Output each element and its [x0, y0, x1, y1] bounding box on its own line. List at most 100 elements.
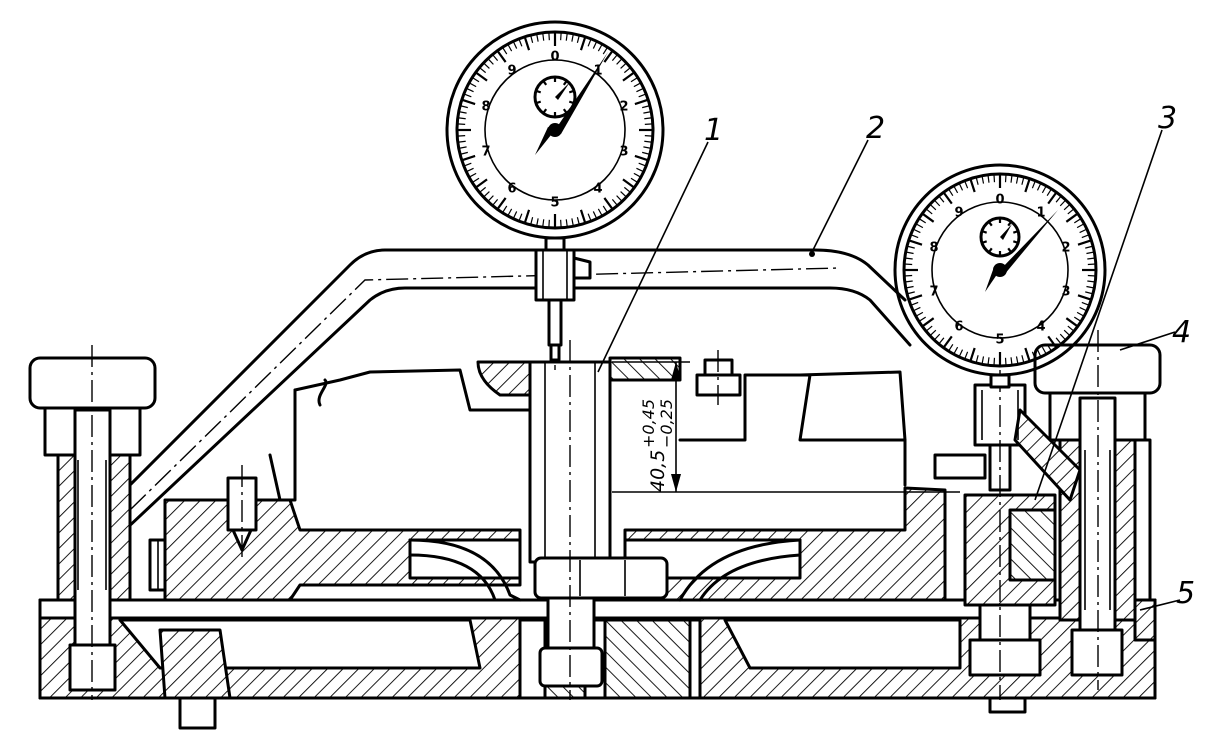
- dial-tick: [958, 349, 964, 358]
- dial-tick: [1067, 208, 1075, 215]
- dial-tick: [933, 199, 941, 207]
- right-dial-number-0: 0: [995, 193, 1004, 208]
- dial-tick: [1073, 316, 1082, 322]
- dial-tick: [562, 108, 568, 114]
- dial-tick: [1004, 174, 1007, 183]
- dial-tick: [1036, 349, 1042, 358]
- dial-tick: [463, 93, 472, 98]
- dial-tick: [993, 357, 996, 366]
- dial-tick: [523, 36, 531, 51]
- dial-tick: [1041, 346, 1047, 355]
- dial-tick: [1021, 355, 1025, 364]
- right-dial-number-1: 1: [1036, 206, 1045, 221]
- dial-tick: [1063, 203, 1071, 211]
- dial-tick: [576, 34, 580, 43]
- dial-tick: [1007, 220, 1013, 227]
- dial-tick: [643, 111, 652, 114]
- dial-tick: [958, 182, 964, 191]
- dial-tick: [587, 213, 592, 222]
- dial-tick: [576, 217, 580, 226]
- dial-tick: [942, 335, 953, 349]
- dial-tick: [611, 198, 618, 206]
- dial-tick: [981, 356, 985, 365]
- dial-tick: [921, 317, 935, 328]
- dial-tick: [523, 209, 531, 224]
- dial-tick: [981, 175, 985, 184]
- dial-tick: [611, 54, 618, 62]
- dial-tick: [457, 117, 466, 120]
- dial-tick: [1086, 285, 1095, 289]
- right-measure-unit: [933, 370, 1082, 700]
- dial-tick: [925, 325, 933, 332]
- dial-tick: [1087, 280, 1096, 283]
- right-dial-numbers: 0 1 2 3 4 5 6 7 8 9: [929, 193, 1070, 348]
- dial-tick: [638, 93, 647, 98]
- dial-tick: [475, 71, 488, 82]
- dial-tick: [912, 306, 921, 312]
- dial-tick: [458, 146, 467, 149]
- right-dial-number-8: 8: [929, 241, 938, 256]
- dial-tick: [587, 38, 592, 47]
- dial-tick: [603, 197, 614, 210]
- bridge-arm: [123, 248, 912, 532]
- dial-tick: [1046, 343, 1052, 352]
- dial-tick: [929, 329, 937, 337]
- dial-tick: [644, 123, 653, 125]
- right-dial-indicator: [893, 163, 1107, 440]
- dial-tick: [466, 87, 474, 93]
- left-dial-number-9: 9: [507, 64, 516, 79]
- dial-tick: [571, 33, 574, 42]
- dimension-40-5: 40,5 +0,45 −0,25: [612, 361, 960, 493]
- right-dial-number-4: 4: [1036, 320, 1045, 335]
- dial-tick: [633, 172, 642, 178]
- dial-tick: [602, 46, 609, 55]
- dial-tick: [644, 117, 653, 120]
- dial-tick: [512, 41, 518, 49]
- callout-5: 5: [1176, 576, 1195, 611]
- dial-tick: [981, 240, 988, 244]
- dimension-lower-tolerance: −0,25: [657, 399, 676, 448]
- dial-tick: [908, 239, 923, 246]
- dial-tick: [1015, 356, 1019, 365]
- dial-tick: [929, 203, 937, 211]
- dial-tick: [1065, 317, 1079, 328]
- dial-tick: [492, 54, 499, 62]
- dial-tick: [603, 50, 614, 63]
- dial-tick: [975, 355, 979, 364]
- dial-tick: [915, 311, 924, 317]
- dial-tick: [964, 351, 969, 360]
- dial-tick: [1086, 251, 1095, 255]
- dial-tick: [475, 178, 488, 189]
- dial-tick: [548, 219, 550, 228]
- dial-tick: [953, 346, 959, 355]
- dial-tick: [623, 67, 631, 74]
- dial-tick: [904, 263, 913, 266]
- dial-tick: [1015, 175, 1019, 184]
- left-dial-number-6: 6: [507, 182, 516, 197]
- dial-tick: [933, 333, 941, 341]
- dial-tick: [1076, 311, 1085, 317]
- dial-tick: [905, 251, 914, 255]
- dial-tick: [483, 191, 490, 198]
- callout-4: 4: [1172, 315, 1191, 350]
- dial-tick: [1021, 176, 1025, 185]
- dial-tick: [633, 82, 642, 88]
- dial-tick: [466, 167, 474, 173]
- dial-tick: [571, 218, 574, 227]
- dial-tick: [565, 32, 568, 41]
- left-dial-number-1: 1: [593, 64, 602, 79]
- right-dial-number-7: 7: [929, 285, 938, 300]
- dial-tick: [1077, 239, 1092, 246]
- dial-tick: [459, 105, 468, 109]
- dial-tick: [616, 58, 623, 65]
- dial-tick: [910, 234, 919, 239]
- right-clamp: [1033, 330, 1162, 690]
- dial-tick: [501, 205, 508, 214]
- dial-tick: [987, 174, 990, 183]
- dial-tick: [592, 211, 598, 219]
- center-tube: [408, 538, 802, 602]
- dial-tick: [1047, 335, 1058, 349]
- dial-tick: [535, 89, 542, 94]
- dial-tick: [492, 198, 499, 206]
- dial-tick: [597, 208, 603, 217]
